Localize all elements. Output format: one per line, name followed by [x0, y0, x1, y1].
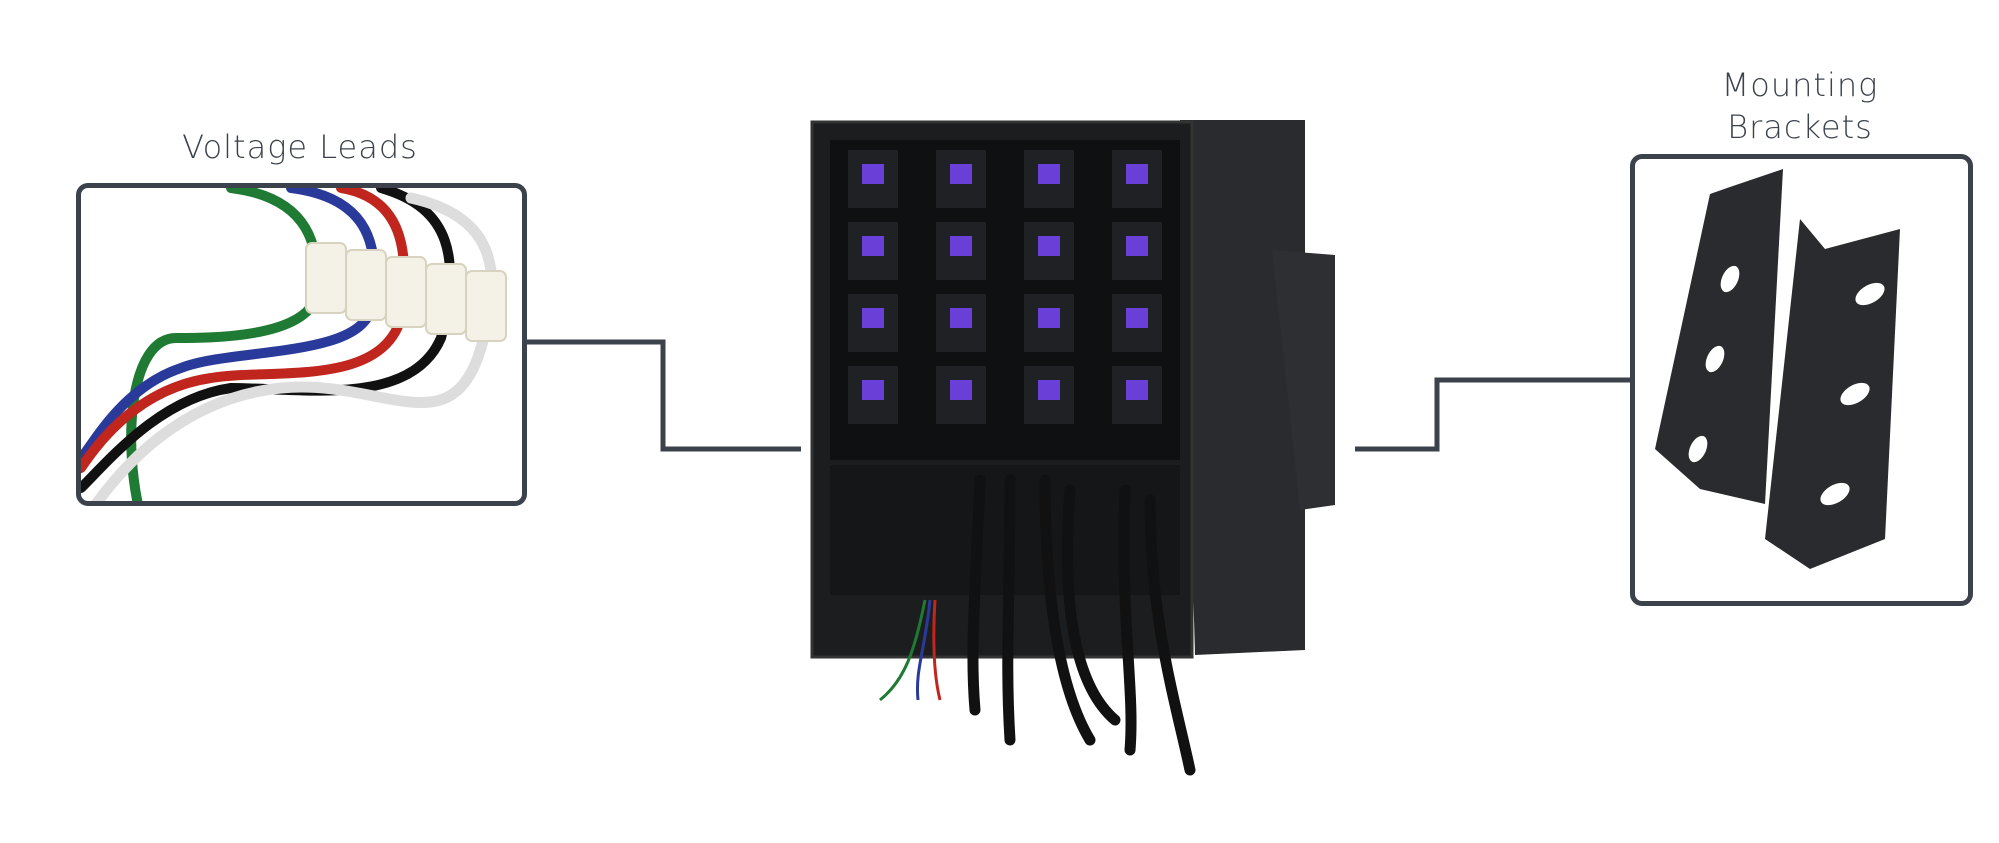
- voltage-leads-label: Voltage Leads: [182, 128, 418, 166]
- mounting-brackets-label: Mounting Brackets: [1640, 64, 1960, 148]
- voltage-leads-image: [76, 183, 527, 506]
- bracket-icon: [1655, 169, 1900, 569]
- mounting-brackets-image: [1630, 154, 1973, 606]
- terminal-block-icon: [305, 242, 507, 342]
- left-connector-line: [525, 339, 801, 452]
- mounting-brackets-label-line1: Mounting: [1721, 66, 1879, 104]
- right-connector-line: [1355, 377, 1632, 452]
- mounting-brackets-label-line2: Brackets: [1727, 108, 1873, 146]
